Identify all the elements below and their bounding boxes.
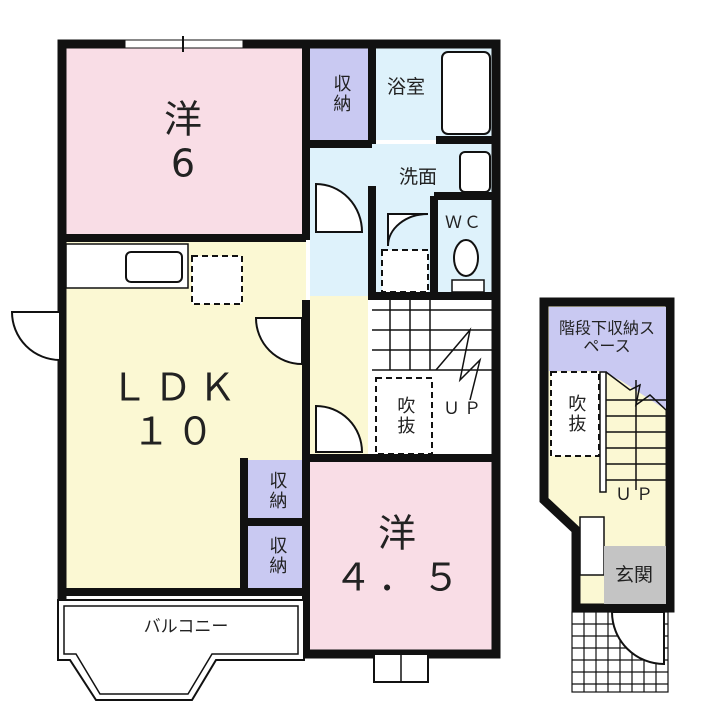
room-size: 6 [170,141,202,185]
stairs-main [372,300,492,401]
storage-low-fill [246,526,304,588]
room-name: 洋 [377,511,423,556]
storage-mid-label: 収納 [266,471,288,511]
up-main-label: ＵＰ [443,399,485,420]
room-western-6-label: 洋 6 [164,98,208,185]
balcony-label: バルコニー [143,617,229,638]
up-entry-label: ＵＰ [615,485,657,506]
room-size: １０ [131,409,221,453]
room-western-6-fill [62,44,306,240]
wc-label: ＷＣ [445,213,483,234]
void-entry-label: 吹抜 [565,394,587,434]
toilet [453,239,479,277]
bath-label: 浴室 [386,76,426,99]
storage-low-label: 収納 [266,536,288,576]
stairs-entry [599,371,667,493]
storage-mid-fill [246,460,304,520]
wash-basin [459,151,491,193]
room-western-4-5-label: 洋 ４．５ [334,512,466,599]
doors [10,182,429,453]
western-4-5-fill [310,460,496,654]
entrance-label: 玄関 [614,564,654,587]
under-stair-storage-label: 階段下収納スペース [558,318,655,356]
washroom-label: 洗面 [398,166,438,189]
entry-door [610,611,665,666]
void-entry-box [550,371,600,457]
washer-space [381,249,429,293]
entrance-fill [604,546,666,604]
void-main-label: 吹抜 [394,396,416,436]
shoe-cabinet [579,516,605,576]
room-name: ＬＤＫ [109,365,243,410]
storage-top-label: 収納 [330,74,352,114]
room-ldk-label: ＬＤＫ １０ [110,366,242,453]
room-size: ４．５ [333,555,467,599]
room-name: 洋 [163,97,209,142]
interior-walls [62,44,496,654]
kitchen-sink [125,251,183,283]
bathtub [441,51,491,135]
under-stair-storage-fill [549,307,666,371]
balcony-outline [57,599,305,701]
void-main-box [375,377,433,455]
storage-top-fill [310,44,370,144]
fridge-space [191,255,243,305]
